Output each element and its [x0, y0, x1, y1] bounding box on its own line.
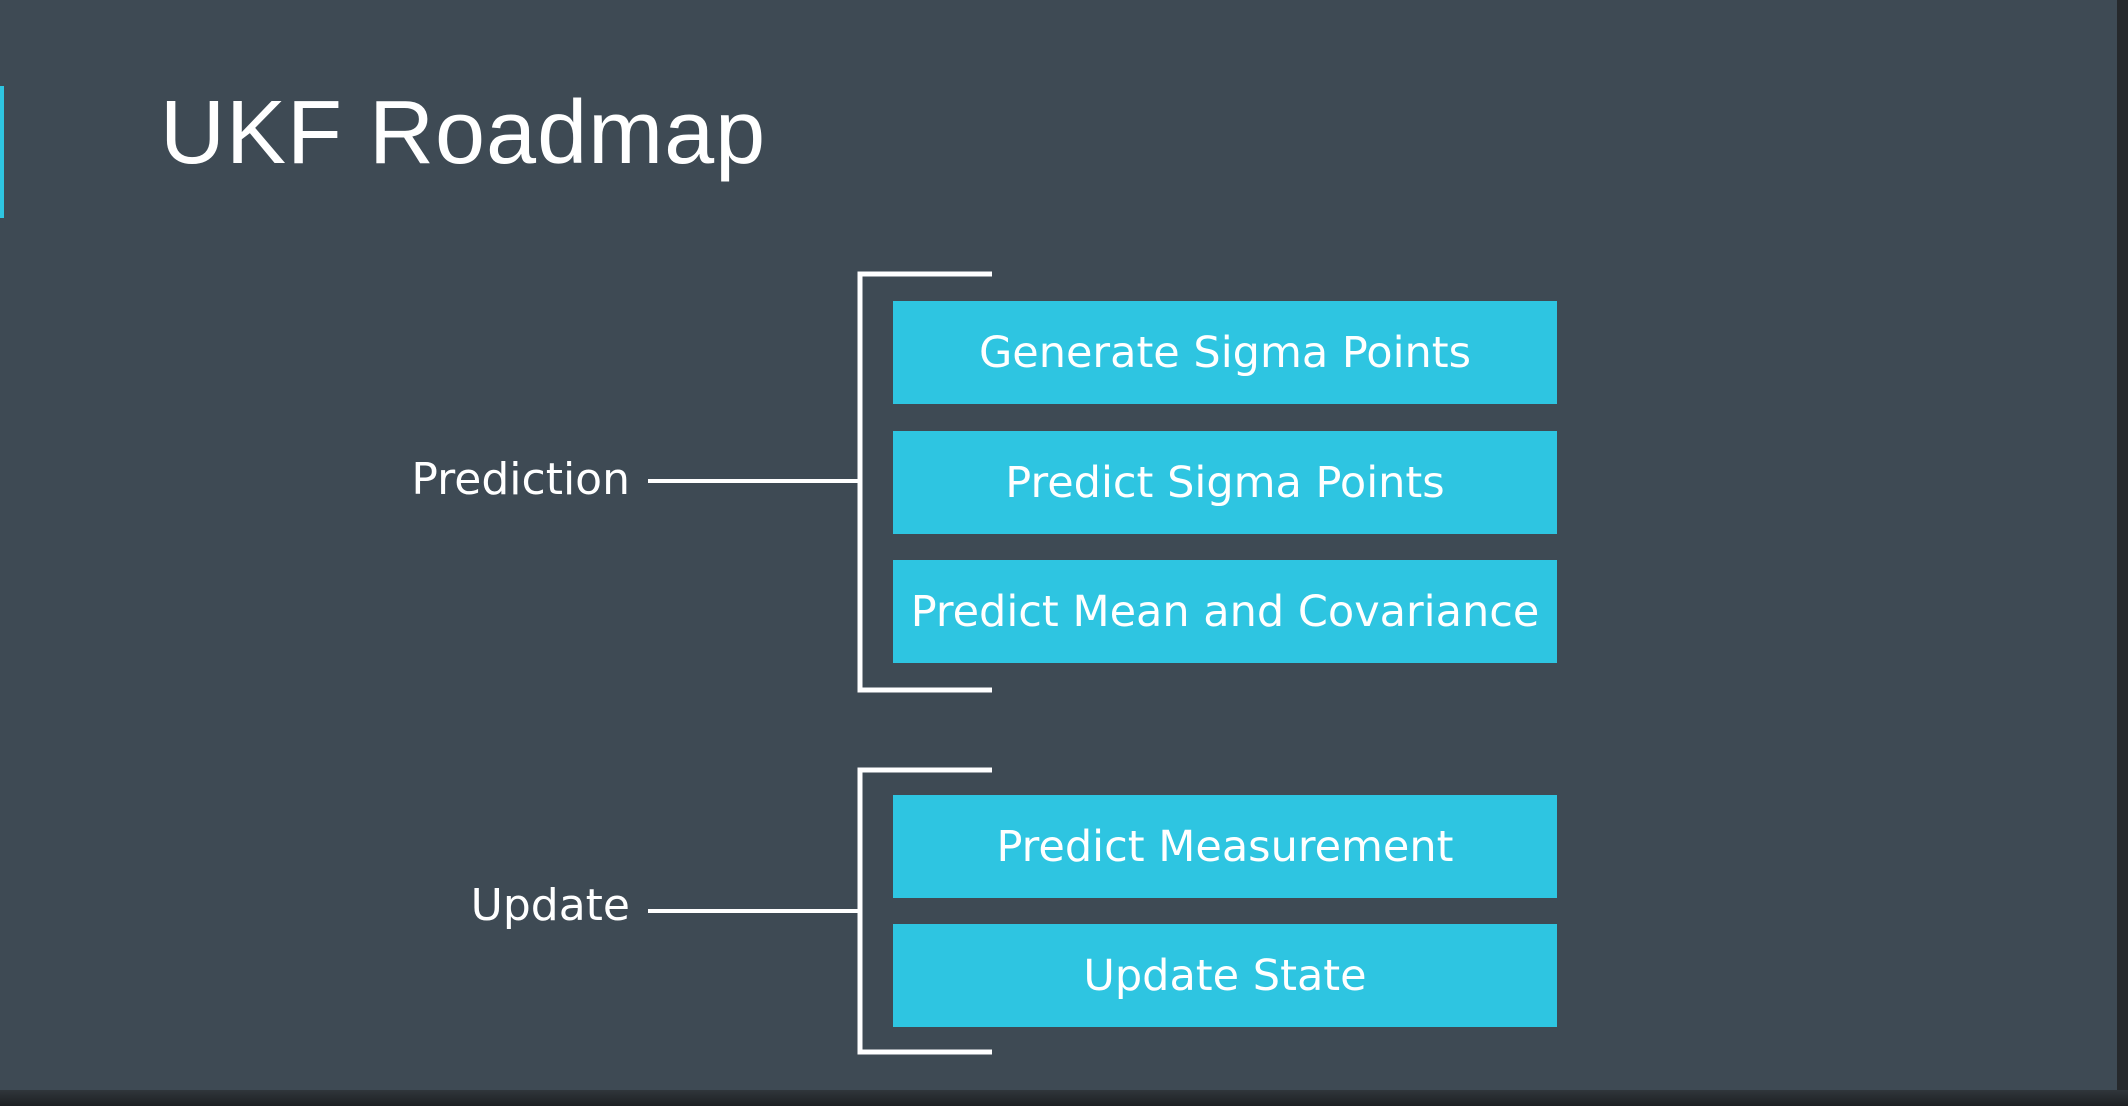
slide-title: UKF Roadmap — [160, 83, 767, 183]
step-generate-sigma-points: Generate Sigma Points — [893, 301, 1557, 404]
step-predict-measurement: Predict Measurement — [893, 795, 1557, 898]
group-label-update: Update — [470, 880, 630, 931]
step-predict-mean-and-covariance: Predict Mean and Covariance — [893, 560, 1557, 663]
frame-edge-bottom — [0, 1090, 2128, 1106]
step-predict-sigma-points: Predict Sigma Points — [893, 431, 1557, 534]
group-label-prediction: Prediction — [411, 454, 630, 505]
frame-edge-right — [2117, 0, 2128, 1106]
step-update-state: Update State — [893, 924, 1557, 1027]
accent-bar — [0, 86, 4, 218]
